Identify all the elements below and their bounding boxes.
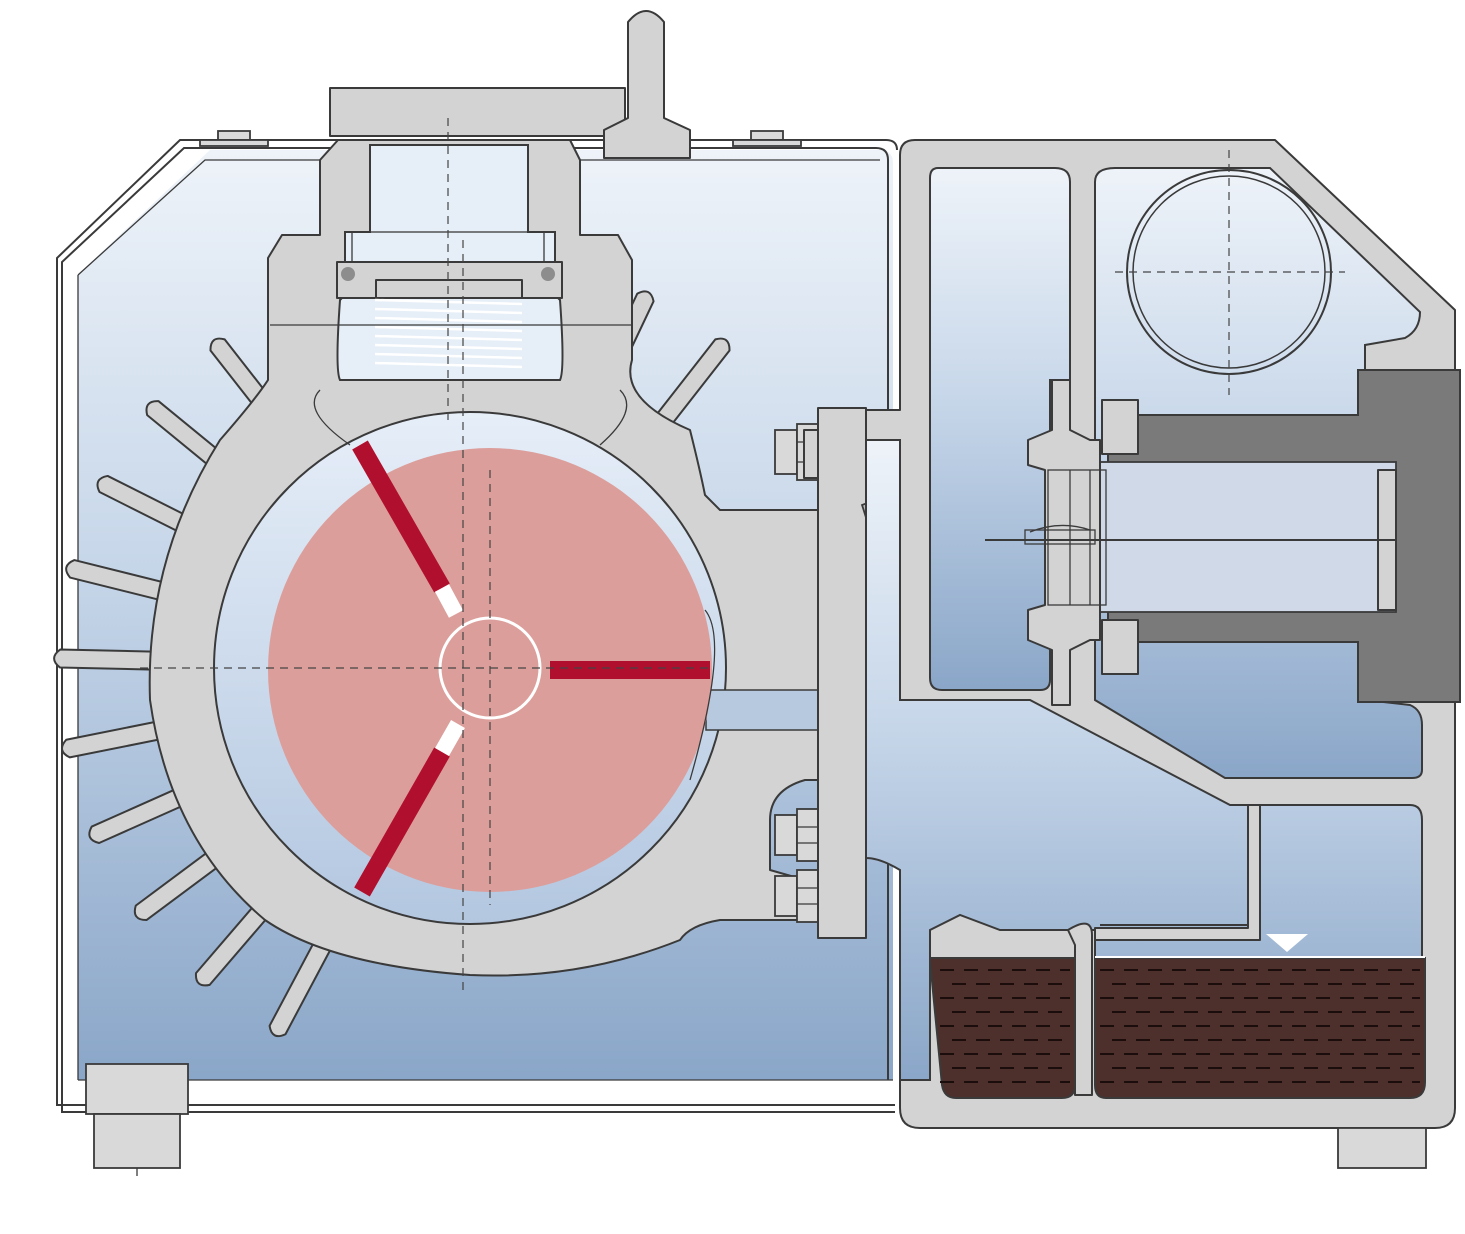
oil-casing-upper-left-cavity bbox=[929, 167, 1071, 691]
oil-dashes-right bbox=[1100, 969, 1420, 1083]
top-screw-left bbox=[199, 130, 269, 147]
vane-upper bbox=[352, 440, 464, 618]
oil-reservoir-left bbox=[929, 957, 1076, 1099]
enclosure-outer-wall bbox=[56, 139, 898, 1106]
gas-ballast-valve bbox=[985, 369, 1461, 706]
valve-pin-right bbox=[541, 267, 555, 281]
right-foot bbox=[1337, 1127, 1427, 1169]
left-foot bbox=[93, 1113, 181, 1169]
carry-handle bbox=[603, 10, 691, 159]
inlet-flange bbox=[329, 10, 691, 159]
spring-coil bbox=[374, 361, 523, 369]
rotor-vanes bbox=[352, 440, 710, 897]
oil-reservoir-right bbox=[1094, 957, 1426, 1099]
stator-mount-plate bbox=[817, 407, 867, 939]
inlet-spring bbox=[374, 298, 523, 369]
spring-coil bbox=[374, 334, 523, 342]
top-screw-right bbox=[732, 130, 802, 147]
enclosure-inner-liner bbox=[77, 159, 880, 276]
left-foot-block bbox=[85, 1063, 189, 1115]
top-cover-plate bbox=[329, 87, 626, 137]
spring-coil bbox=[374, 307, 523, 315]
vane-lower bbox=[354, 720, 465, 897]
enclosure-inner-wall bbox=[61, 147, 895, 1113]
valve-pin-left bbox=[341, 267, 355, 281]
hex-bolt-icon bbox=[774, 869, 822, 923]
oil-casing bbox=[865, 139, 1461, 1169]
down-triangle-icon bbox=[1266, 934, 1308, 952]
oil-baffle bbox=[1067, 922, 1093, 1096]
rotor-center-lines bbox=[140, 118, 710, 990]
oil-dashes-left bbox=[940, 969, 1070, 1083]
hex-bolt-icon bbox=[774, 808, 822, 862]
